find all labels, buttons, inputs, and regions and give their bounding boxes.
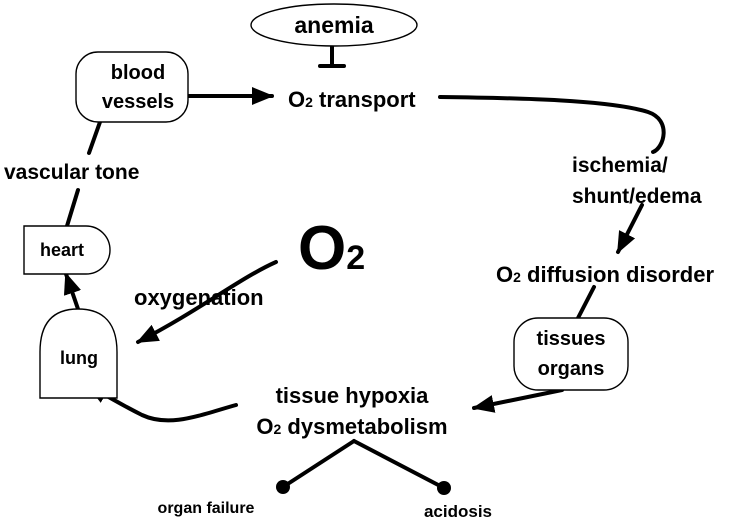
- o2-diffusion-label: O2 diffusion disorder: [496, 262, 714, 287]
- anemia-ellipse: [250, 3, 418, 47]
- heart-label: heart: [40, 240, 84, 260]
- ischemia-label-line1: ischemia/: [572, 154, 668, 177]
- connectors: [63, 40, 666, 495]
- organ-failure-label: organ failure: [158, 500, 255, 517]
- lung-shape: [39, 308, 118, 399]
- ischemia-label-line2: shunt/edema: [572, 185, 702, 208]
- oxygenation-label: oxygenation: [134, 285, 264, 310]
- tissues-organs-label-line2: organs: [538, 358, 605, 380]
- anemia-label: anemia: [294, 12, 373, 38]
- transport-to-ischemia-curve: [438, 95, 666, 154]
- o2-big-label: O2: [298, 214, 365, 283]
- blood-vessels-box: [75, 51, 189, 123]
- lung-label: lung: [60, 348, 98, 368]
- tissues-to-hypoxia-arrow: [472, 388, 564, 413]
- tissues-organs-label-line1: tissues: [537, 328, 606, 350]
- hypoxia-to-organ-failure-line: [276, 439, 356, 494]
- heart-shape: [23, 225, 111, 275]
- tissues-organs-box: [513, 317, 629, 391]
- ischemia-to-diffusion-arrow: [616, 203, 644, 254]
- diffusion-to-tissues-line: [576, 285, 596, 320]
- blood-vessels-label-line1: blood: [111, 62, 165, 84]
- o2-dysmetabolism-label: O2 dysmetabolism: [256, 414, 447, 439]
- vascular-tone-label: vascular tone: [4, 161, 139, 184]
- hypoxia-to-acidosis-line: [352, 439, 451, 495]
- o2-transport-label: O2 transport: [288, 87, 416, 112]
- lung-to-heart-arrow: [63, 272, 81, 311]
- o2-to-lung-arrow: [136, 260, 278, 344]
- tissue-hypoxia-label: tissue hypoxia: [276, 383, 430, 408]
- vascular-to-vessels-line: [87, 120, 102, 155]
- acidosis-label: acidosis: [424, 502, 492, 521]
- heart-to-vascular-line: [65, 188, 80, 228]
- blood-vessels-label-line2: vessels: [102, 91, 174, 113]
